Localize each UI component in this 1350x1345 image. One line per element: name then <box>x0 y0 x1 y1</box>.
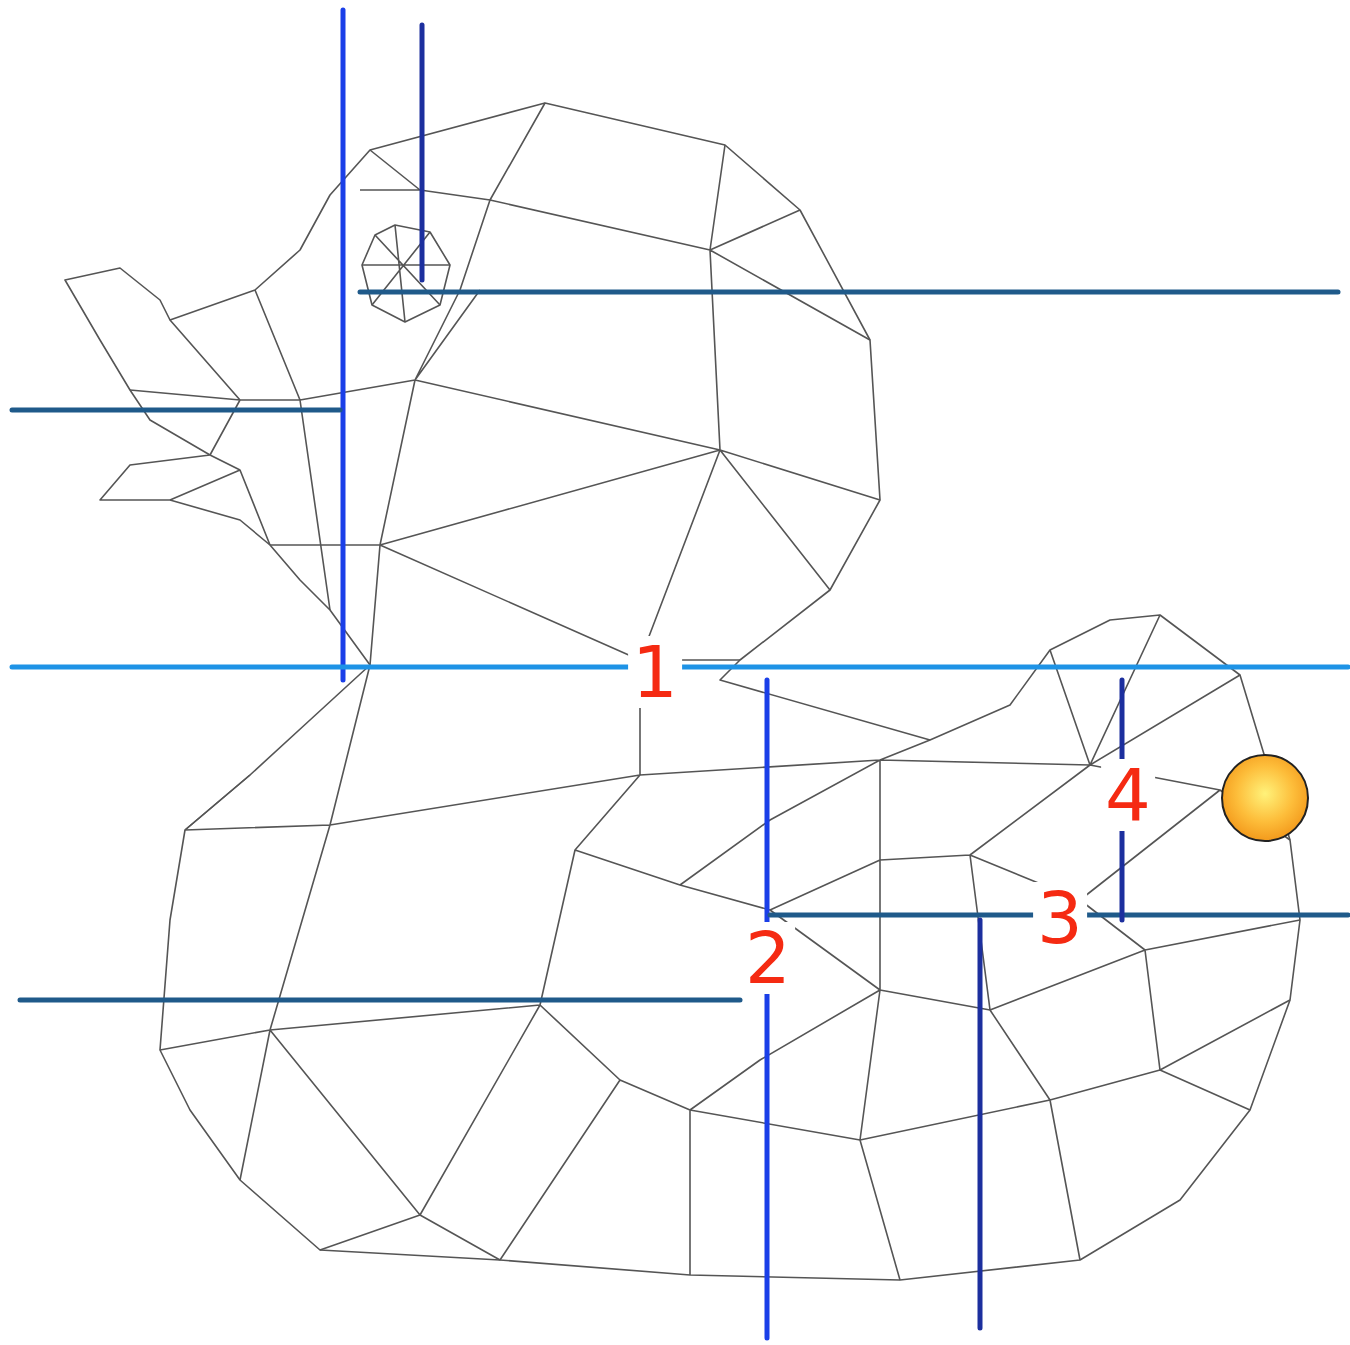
callout-number: 4 <box>1101 759 1155 831</box>
split-lines <box>12 10 1348 1338</box>
callout-number: 2 <box>741 922 795 994</box>
duck-outline <box>65 103 1300 1280</box>
split-line <box>360 290 1338 295</box>
split-line <box>765 680 770 1338</box>
query-point <box>1222 755 1308 841</box>
split-line <box>420 25 425 280</box>
split-line <box>12 408 340 413</box>
eye-mesh <box>362 225 450 322</box>
mesh-lines <box>130 103 1300 1280</box>
split-line <box>341 10 346 680</box>
split-line <box>20 998 740 1003</box>
callout-number: 3 <box>1033 882 1087 954</box>
duck-eye <box>362 225 450 322</box>
callout-number: 1 <box>628 636 682 708</box>
duck-wireframe <box>65 103 1300 1280</box>
split-line <box>978 920 983 1328</box>
